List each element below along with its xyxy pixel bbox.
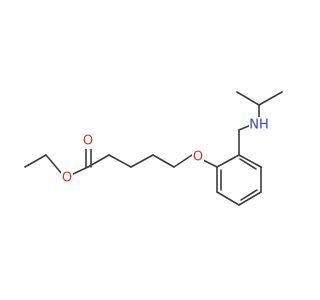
atom-label-ester-oxygen: O	[62, 171, 72, 186]
atom-ether-oxygen: O	[192, 149, 204, 165]
bond-ring-2	[216, 191, 240, 206]
atom-ester-oxygen: O	[61, 170, 73, 186]
molecule-structure-canvas: O O O NH	[24, 91, 283, 206]
bond-chain-1	[87, 154, 110, 168]
atom-label-amine-nitrogen: NH	[249, 118, 269, 133]
bond-isopropyl-me2	[258, 91, 283, 106]
bond-chain-5	[173, 154, 193, 168]
bond-chain-4	[152, 154, 175, 168]
bond-ether-o-ring	[202, 159, 218, 168]
bond-chain-3	[130, 154, 154, 168]
atom-amine-nitrogen: NH	[249, 117, 269, 133]
bond-ring-5	[238, 154, 262, 168]
bond-isopropyl-me1	[236, 91, 260, 106]
bond-layer	[24, 91, 283, 206]
bond-ester-o-carbonyl-c	[72, 166, 89, 175]
bond-ring-3	[238, 191, 262, 206]
atom-label-ether-oxygen: O	[193, 150, 203, 165]
atom-carbonyl-oxygen: O	[82, 133, 94, 149]
bond-ring-inner-2	[240, 189, 258, 201]
atom-label-carbonyl-oxygen: O	[83, 134, 93, 149]
atom-layer: O O O NH	[61, 117, 269, 186]
bond-ring-6	[216, 154, 240, 168]
bond-ethyl-ch3-ch2	[24, 154, 47, 168]
bond-chain-2	[108, 154, 132, 168]
bond-ring-inner-3	[239, 158, 257, 170]
bond-ethyl-ch2-o	[45, 154, 63, 175]
